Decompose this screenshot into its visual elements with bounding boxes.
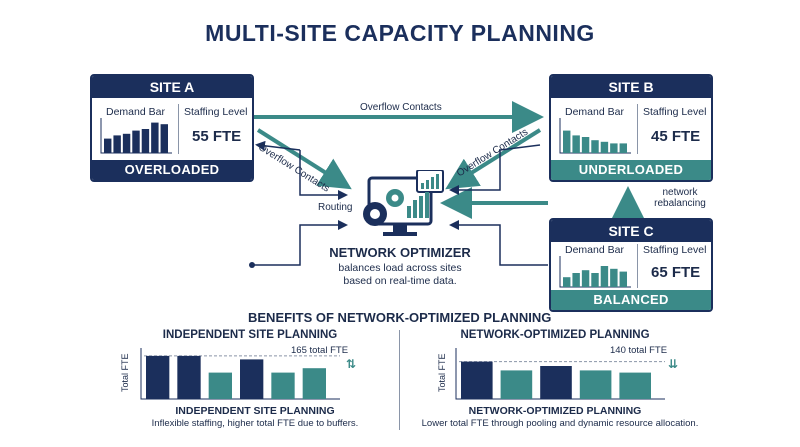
demand-bar xyxy=(619,143,627,153)
site-c-fte: 65 FTE xyxy=(651,264,701,281)
fte-bar xyxy=(500,370,533,399)
routing-line-a-upper xyxy=(255,140,301,151)
demand-bar xyxy=(151,122,159,153)
site-a-demand-chart xyxy=(100,118,172,154)
routing-line-left xyxy=(252,220,348,266)
demand-bar xyxy=(600,141,609,153)
optimized-title: NETWORK-OPTIMIZED PLANNING xyxy=(460,329,650,341)
routing-line-a xyxy=(299,150,348,200)
demand-bar xyxy=(132,130,140,153)
site-a-staffing-label: Staffing Level xyxy=(184,106,248,118)
label-rebalancing: network rebalancing xyxy=(654,187,706,209)
fte-bar xyxy=(579,370,612,399)
site-a-status: OVERLOADED xyxy=(92,160,252,180)
site-b-title: SITE B xyxy=(551,76,711,98)
demand-bar xyxy=(600,266,609,287)
demand-bar xyxy=(160,124,168,153)
site-c-title: SITE C xyxy=(551,220,711,242)
site-c-demand-chart xyxy=(559,256,631,288)
site-c-status: BALANCED xyxy=(551,290,711,310)
site-a-divider xyxy=(178,104,179,154)
optimized-total: 140 total FTE xyxy=(610,345,668,356)
demand-bar xyxy=(572,273,580,287)
independent-updown-icon: ⇅ xyxy=(346,357,357,371)
site-a-title: SITE A xyxy=(92,76,252,98)
optimized-caption-title: NETWORK-OPTIMIZED PLANNING xyxy=(468,405,642,417)
fte-bar xyxy=(146,355,170,399)
site-b-status: UNDERLOADED xyxy=(551,160,711,180)
demand-bar xyxy=(563,130,571,153)
demand-bar xyxy=(610,268,618,287)
optimized-caption: Lower total FTE through pooling and dyna… xyxy=(421,418,699,429)
arrow-overflow-b-to-optimizer xyxy=(445,128,542,190)
routing-origin-dot xyxy=(249,262,255,268)
optimizer-title: NETWORK OPTIMIZER xyxy=(329,245,471,260)
routing-line-right xyxy=(449,220,548,266)
demand-bar xyxy=(581,137,590,153)
demand-bar xyxy=(122,133,131,153)
site-c-divider xyxy=(637,244,638,288)
fte-bar xyxy=(271,372,295,399)
fte-bar xyxy=(177,355,201,399)
fte-bar xyxy=(302,368,326,399)
demand-bar xyxy=(572,135,580,153)
demand-bar xyxy=(113,135,121,153)
demand-bar xyxy=(610,143,618,153)
fte-bar xyxy=(240,359,264,399)
network-optimizer-icon xyxy=(363,170,444,236)
independent-title: INDEPENDENT SITE PLANNING xyxy=(162,329,338,341)
site-a-fte: 55 FTE xyxy=(192,128,242,145)
optimized-axis-label: Total FTE xyxy=(437,353,447,392)
independent-caption: Inflexible staffing, higher total FTE du… xyxy=(151,418,359,429)
page-title: MULTI-SITE CAPACITY PLANNING xyxy=(205,20,595,46)
site-b-card: SITE B Demand Bar Staffing Level 45 FTE … xyxy=(549,74,713,182)
site-b-fte: 45 FTE xyxy=(651,128,701,145)
optimizer-desc-2: based on real-time data. xyxy=(343,275,457,287)
label-overflow-top: Overflow Contacts xyxy=(360,102,442,113)
demand-bar xyxy=(619,271,627,287)
label-routing: Routing xyxy=(318,202,353,213)
fte-bar xyxy=(461,361,493,399)
fte-bar xyxy=(540,366,572,399)
optimized-chart xyxy=(455,348,665,400)
site-b-demand-chart xyxy=(559,118,631,154)
independent-axis-label: Total FTE xyxy=(120,353,130,392)
demand-bar xyxy=(591,273,599,287)
demand-bar xyxy=(104,138,112,153)
site-b-divider xyxy=(637,104,638,154)
arrow-overflow-a-to-optimizer xyxy=(256,128,352,190)
site-b-demand-label: Demand Bar xyxy=(565,106,624,118)
demand-bar xyxy=(141,129,150,153)
site-c-demand-label: Demand Bar xyxy=(565,244,624,256)
benefits-heading: BENEFITS OF NETWORK-OPTIMIZED PLANNING xyxy=(248,310,552,325)
independent-chart xyxy=(140,348,340,400)
site-a-demand-label: Demand Bar xyxy=(106,106,165,118)
site-a-card: SITE A Demand Bar Staffing Level 55 FTE … xyxy=(90,74,254,182)
benefits-divider xyxy=(399,330,400,430)
independent-caption-title: INDEPENDENT SITE PLANNING xyxy=(175,405,335,417)
fte-bar xyxy=(619,372,651,399)
optimized-down-icon: ⇊ xyxy=(668,357,679,371)
site-c-staffing-label: Staffing Level xyxy=(643,244,707,256)
demand-bar xyxy=(591,140,599,153)
site-c-card: SITE C Demand Bar Staffing Level 65 FTE … xyxy=(549,218,713,312)
independent-total: 165 total FTE xyxy=(291,345,349,356)
demand-bar xyxy=(581,270,590,287)
routing-line-b xyxy=(449,144,541,195)
fte-bar xyxy=(208,372,232,399)
site-b-staffing-label: Staffing Level xyxy=(643,106,707,118)
demand-bar xyxy=(563,277,571,287)
optimizer-desc-1: balances load across sites xyxy=(338,262,462,274)
